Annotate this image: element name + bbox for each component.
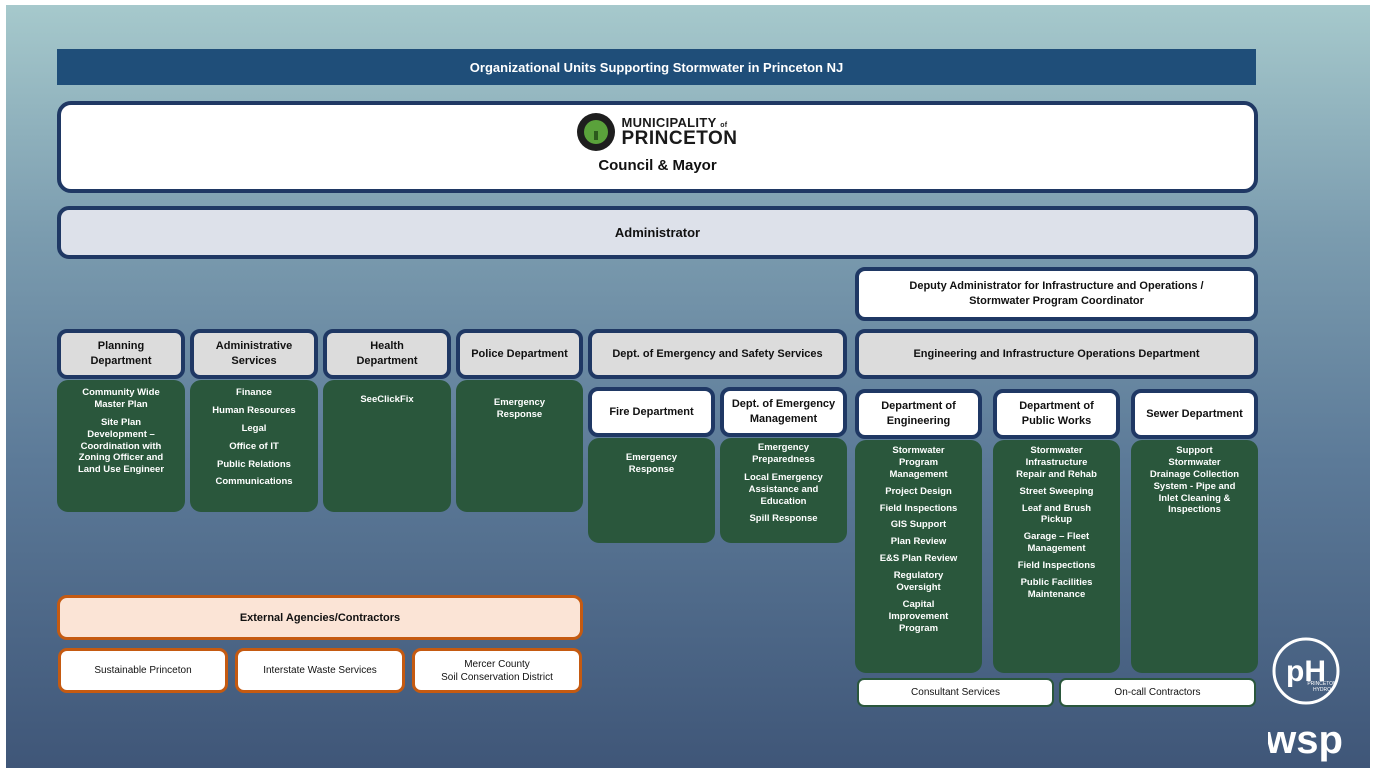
eng-item: Regulatory Oversight xyxy=(893,570,944,593)
external-item: Mercer County Soil Conservation District xyxy=(412,648,582,693)
eng-ops-header: Engineering and Infrastructure Operation… xyxy=(855,329,1258,379)
slide: Organizational Units Supporting Stormwat… xyxy=(6,5,1370,768)
admin-services-header: Administrative Services xyxy=(190,329,318,379)
emergency-safety-header: Dept. of Emergency and Safety Services xyxy=(588,329,847,379)
municipality-logo: MUNICIPALITY of PRINCETON xyxy=(577,113,737,151)
eng-item: Field Inspections xyxy=(879,502,958,514)
oncall-contractors-box: On-call Contractors xyxy=(1059,678,1256,707)
public-works-header: Department of Public Works xyxy=(993,389,1120,439)
fire-header: Fire Department xyxy=(588,387,715,437)
admin-item: Communications xyxy=(215,476,293,488)
pw-item: Field Inspections xyxy=(1017,560,1096,571)
admin-item: Human Resources xyxy=(212,404,296,416)
police-item: Emergency Response xyxy=(493,397,546,420)
fire-item: Emergency Response xyxy=(625,452,678,475)
logo-line2: PRINCETON xyxy=(621,128,738,149)
engineering-duties: Stormwater Program Management Project De… xyxy=(855,440,982,673)
consultant-services-box: Consultant Services xyxy=(857,678,1054,707)
pw-item: Street Sweeping xyxy=(1019,485,1094,497)
eng-item: Stormwater Program Management xyxy=(889,445,948,480)
planning-item: Site Plan Development – Coordination wit… xyxy=(77,416,165,476)
pw-item: Garage – Fleet Management xyxy=(1023,531,1090,555)
pw-item: Leaf and Brush Pickup xyxy=(1021,502,1092,526)
council-label: Council & Mayor xyxy=(598,157,717,174)
ph-sub1: PRINCETON xyxy=(1307,681,1337,687)
princeton-seal-icon xyxy=(577,113,616,151)
planning-header: Planning Department xyxy=(57,329,185,379)
health-duties: SeeClickFix xyxy=(323,380,451,512)
administrator-box: Administrator xyxy=(57,206,1258,259)
eng-item: E&S Plan Review xyxy=(879,553,958,565)
logo-of: of xyxy=(720,122,728,129)
slide-title: Organizational Units Supporting Stormwat… xyxy=(57,49,1256,85)
health-header: Health Department xyxy=(323,329,451,379)
emergency-mgmt-header: Dept. of Emergency Management xyxy=(720,387,847,437)
eng-item: Plan Review xyxy=(890,536,947,548)
ph-sub2: HYDRO xyxy=(1313,687,1331,693)
pw-item: Public Facilities Maintenance xyxy=(1020,576,1093,600)
eng-item: Project Design xyxy=(885,485,952,497)
health-item: SeeClickFix xyxy=(360,394,414,405)
em-item: Emergency Preparedness xyxy=(752,442,815,465)
police-duties: Emergency Response xyxy=(456,380,583,512)
council-box: MUNICIPALITY of PRINCETON Council & Mayo… xyxy=(57,101,1258,193)
deputy-administrator-box: Deputy Administrator for Infrastructure … xyxy=(855,267,1258,321)
public-works-duties: Stormwater Infrastructure Repair and Reh… xyxy=(993,440,1120,673)
pw-item: Stormwater Infrastructure Repair and Reh… xyxy=(1016,445,1097,480)
admin-item: Finance xyxy=(236,387,272,398)
sewer-header: Sewer Department xyxy=(1131,389,1258,439)
em-item: Local Emergency Assistance and Education xyxy=(744,471,823,507)
brand-logos: pH PRINCETON HYDRO wsp xyxy=(1264,633,1358,763)
fire-duties: Emergency Response xyxy=(588,438,715,543)
princeton-hydro-logo: pH PRINCETON HYDRO wsp xyxy=(1264,637,1343,762)
em-item: Spill Response xyxy=(749,513,818,525)
planning-item: Community Wide Master Plan xyxy=(82,387,160,410)
police-header: Police Department xyxy=(456,329,583,379)
admin-item: Legal xyxy=(241,422,267,434)
admin-item: Office of IT xyxy=(229,440,279,452)
admin-item: Public Relations xyxy=(217,458,291,470)
sewer-item: Support Stormwater Drainage Collection S… xyxy=(1149,445,1240,516)
emergency-mgmt-duties: Emergency Preparedness Local Emergency A… xyxy=(720,438,847,543)
external-item: Sustainable Princeton xyxy=(58,648,228,693)
eng-item: Capital Improvement Program xyxy=(888,598,949,634)
planning-duties: Community Wide Master Plan Site Plan Dev… xyxy=(57,380,185,512)
engineering-header: Department of Engineering xyxy=(855,389,982,439)
logo-line1: MUNICIPALITY xyxy=(621,115,717,130)
ph-logo-text: pH xyxy=(1286,655,1326,688)
wsp-logo-text: wsp xyxy=(1268,718,1343,762)
sewer-duties: Support Stormwater Drainage Collection S… xyxy=(1131,440,1258,673)
admin-services-duties: Finance Human Resources Legal Office of … xyxy=(190,380,318,512)
external-item: Interstate Waste Services xyxy=(235,648,405,693)
external-agencies-header: External Agencies/Contractors xyxy=(57,595,583,640)
eng-item: GIS Support xyxy=(890,519,947,531)
